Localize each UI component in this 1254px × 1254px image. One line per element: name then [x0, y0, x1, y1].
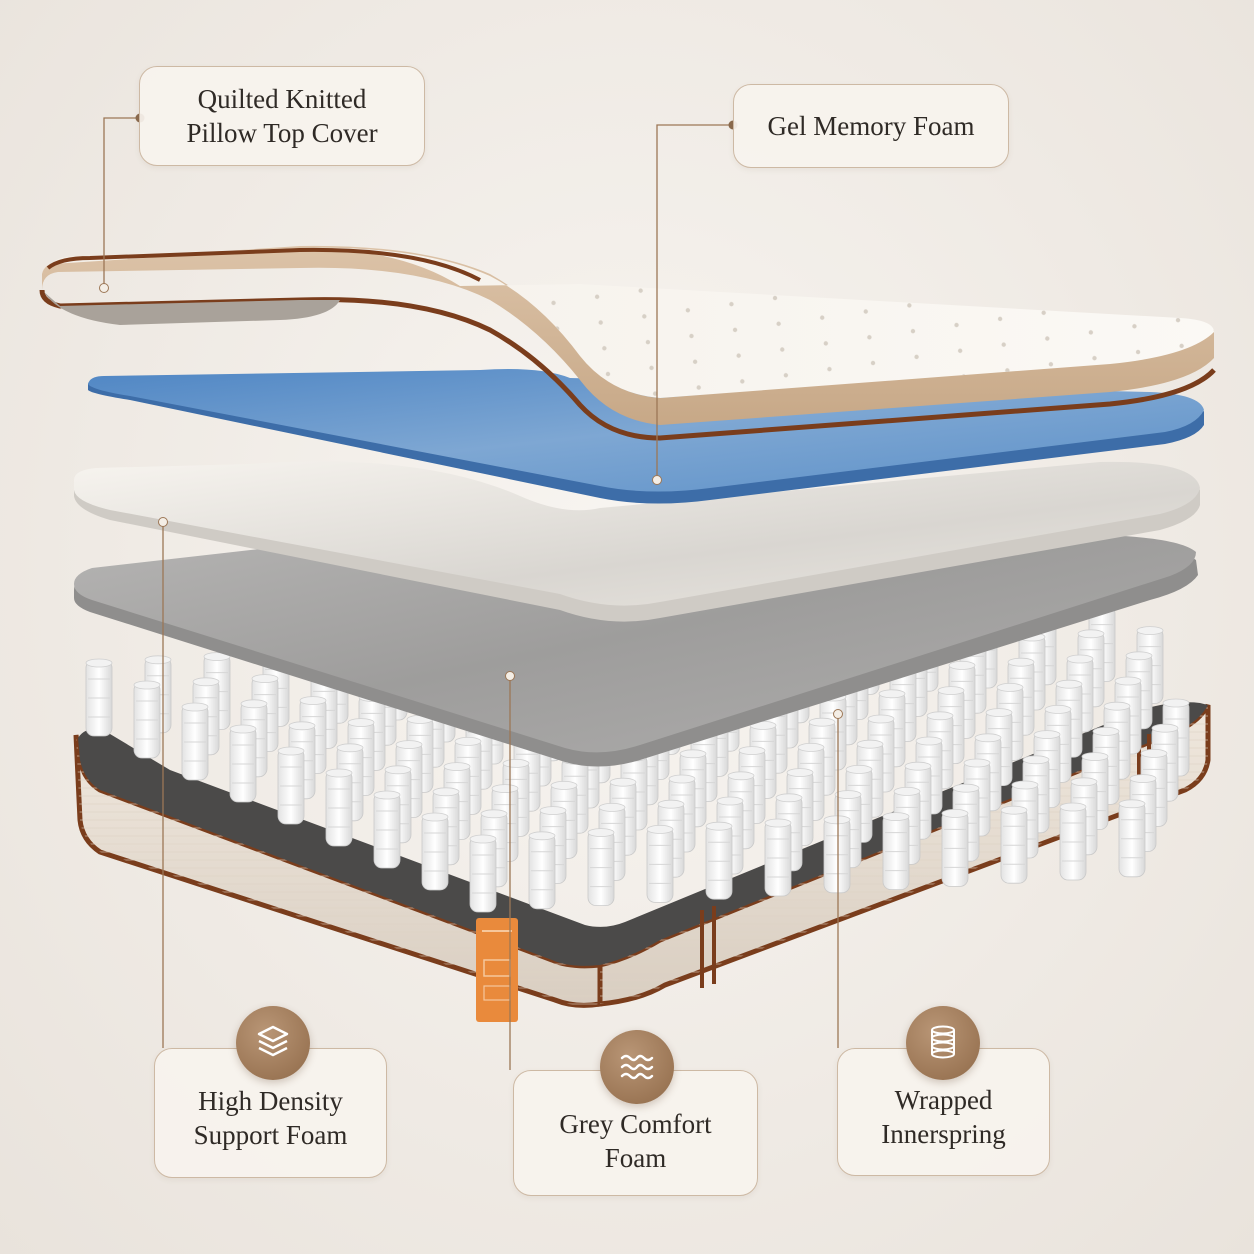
comfort-foam-badge [600, 1030, 674, 1104]
label-comfort-foam-line1: Grey Comfort [559, 1109, 712, 1139]
coil [1059, 802, 1087, 881]
label-support-foam-line1: High Density [198, 1086, 343, 1116]
coil [882, 812, 910, 890]
coil [528, 831, 556, 910]
label-pillow-top-cover: Quilted Knitted Pillow Top Cover [139, 66, 425, 166]
leader-lines [103, 117, 839, 1070]
coil [229, 724, 257, 803]
label-gel-memory-foam: Gel Memory Foam [733, 84, 1009, 168]
support-foam-badge [236, 1006, 310, 1080]
brand-tag [476, 918, 518, 1022]
label-innerspring-line1: Wrapped [894, 1085, 993, 1115]
coil [373, 790, 401, 869]
waves-icon [620, 1054, 654, 1080]
label-pillow-top-line1: Quilted Knitted [197, 84, 367, 114]
coil [823, 815, 851, 894]
coil [421, 812, 449, 891]
coil [646, 825, 674, 903]
coil [587, 828, 615, 906]
coil [764, 818, 792, 897]
layers-icon [257, 1025, 289, 1057]
label-support-foam-line2: Support Foam [193, 1120, 348, 1150]
coil [85, 658, 113, 737]
coil [469, 834, 497, 913]
label-comfort-foam-line2: Foam [604, 1143, 667, 1173]
coil [1000, 805, 1028, 884]
coil [941, 809, 969, 887]
high-density-support-foam-layer [74, 461, 1200, 622]
coil [133, 680, 161, 759]
innerspring-badge [906, 1006, 980, 1080]
pillow-top-cover-layer [39, 245, 1216, 441]
coil [325, 768, 353, 847]
label-innerspring-line2: Innerspring [881, 1119, 1006, 1149]
label-pillow-top-line2: Pillow Top Cover [186, 118, 378, 148]
label-gel-memory-foam-line1: Gel Memory Foam [767, 111, 975, 141]
coil [181, 702, 209, 781]
grey-comfort-foam-layer [74, 514, 1198, 767]
coil [277, 746, 305, 825]
coil [705, 821, 733, 900]
coil-spring-icon [931, 1025, 955, 1059]
coil [1118, 799, 1146, 878]
